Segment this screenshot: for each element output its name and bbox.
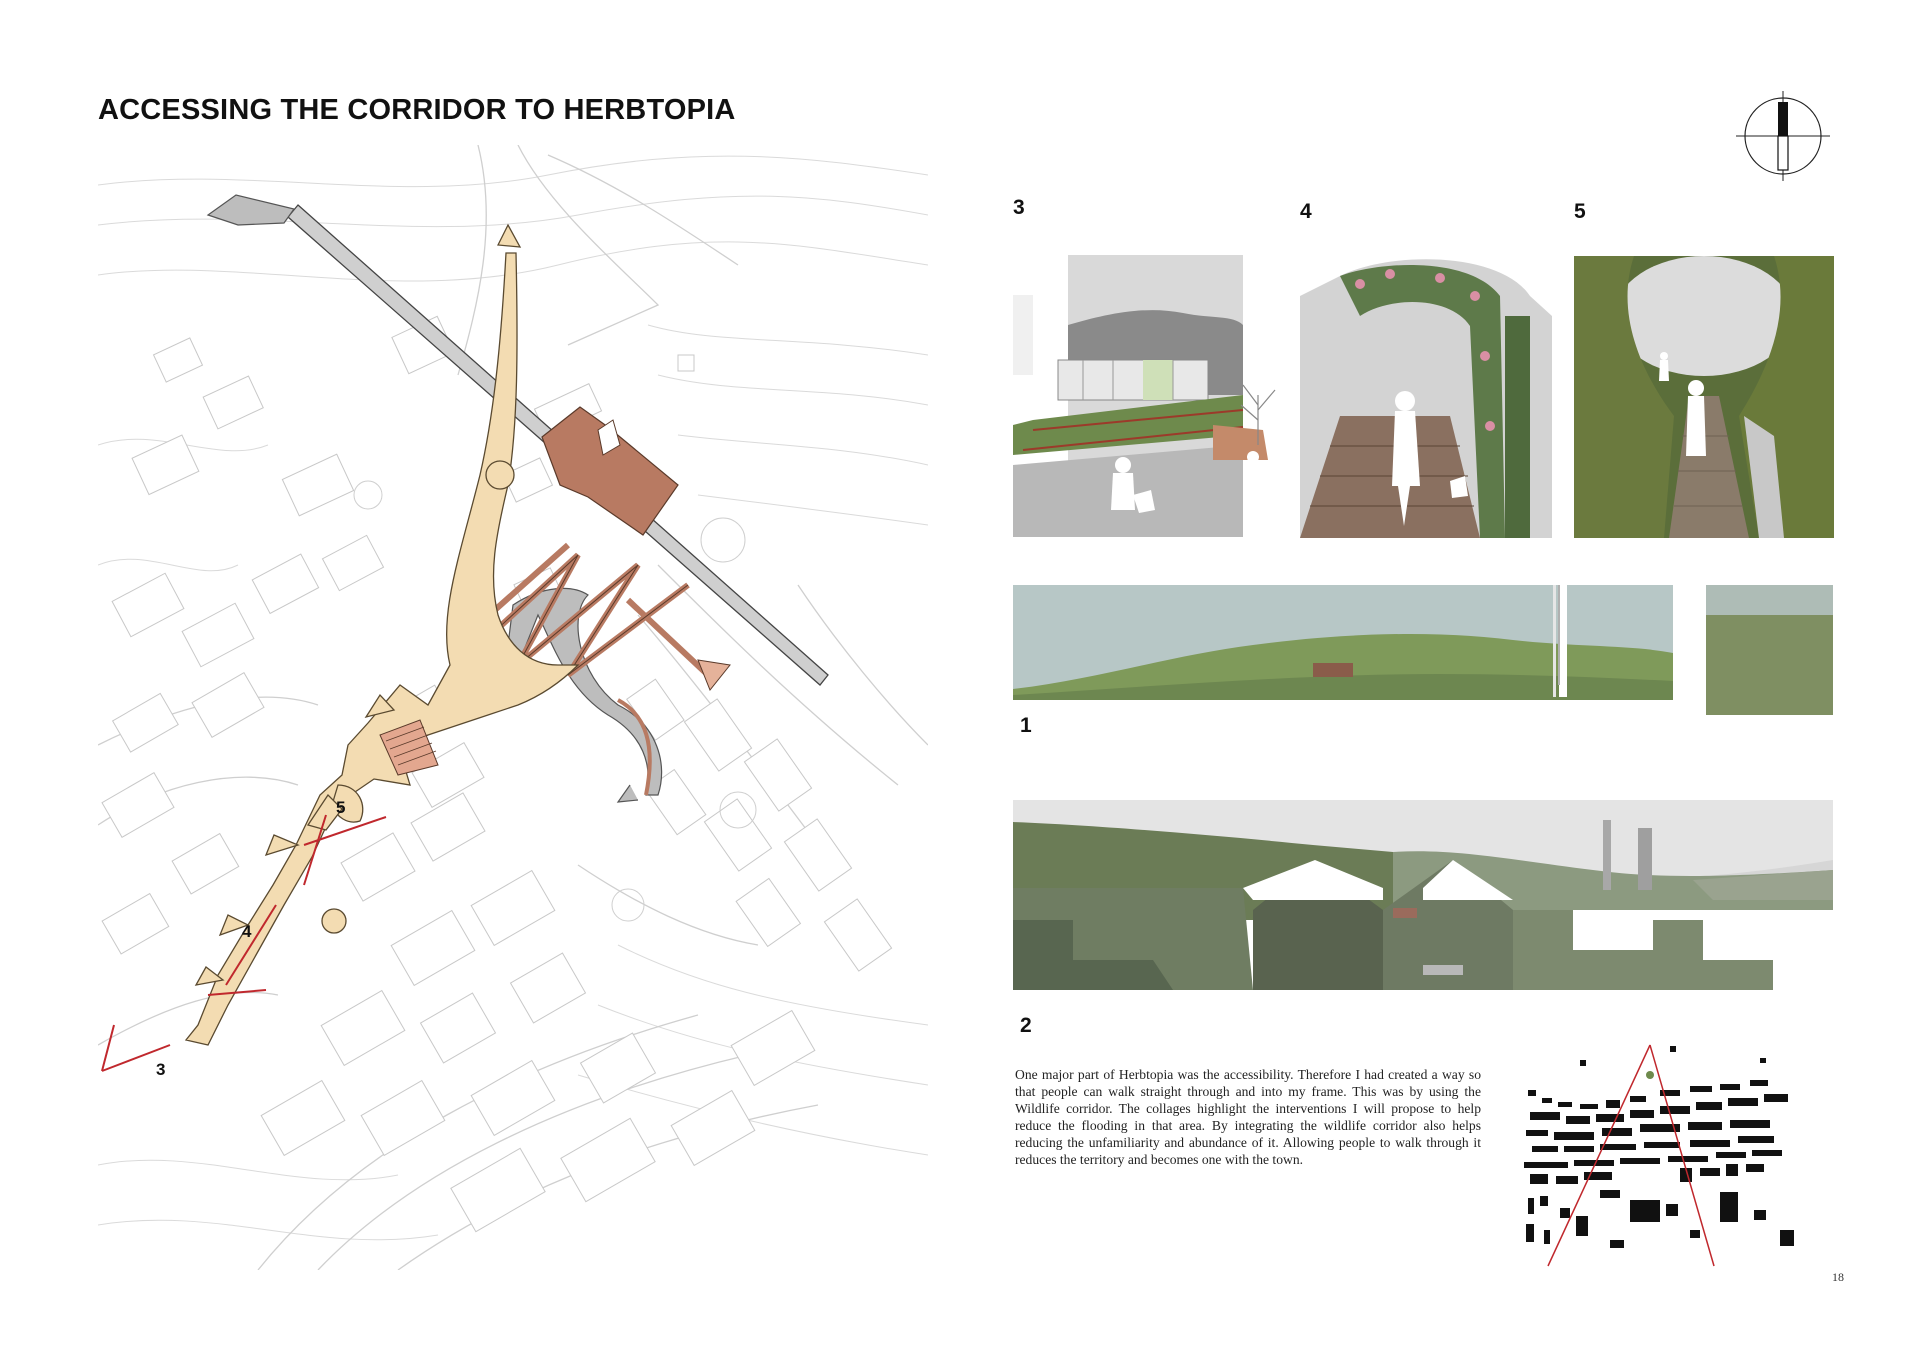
description-paragraph: One major part of Herbtopia was the acce… bbox=[1015, 1067, 1481, 1168]
collage-3-number: 3 bbox=[1013, 196, 1025, 219]
collage-4-image bbox=[1300, 259, 1552, 538]
collage-2-panorama bbox=[1013, 800, 1833, 990]
north-arrow-icon bbox=[1736, 91, 1830, 181]
page-title: ACCESSING THE CORRIDOR TO HERBTOPIA bbox=[98, 94, 736, 126]
map-label-3: 3 bbox=[156, 1060, 165, 1079]
figure-ground-map bbox=[1520, 1040, 1810, 1268]
collage-3-image bbox=[1013, 255, 1276, 537]
collage-1-number: 1 bbox=[1020, 714, 1032, 737]
collage-1-panorama bbox=[1013, 585, 1833, 715]
collage-2-number: 2 bbox=[1020, 1014, 1032, 1037]
collage-4-number: 4 bbox=[1300, 200, 1312, 223]
collage-5-number: 5 bbox=[1574, 200, 1586, 223]
site-plan-map: 5 4 3 bbox=[98, 145, 928, 1270]
collage-5-image bbox=[1574, 256, 1834, 538]
map-label-5: 5 bbox=[336, 798, 345, 817]
page-number: 18 bbox=[1832, 1270, 1844, 1284]
map-label-4: 4 bbox=[242, 922, 252, 941]
